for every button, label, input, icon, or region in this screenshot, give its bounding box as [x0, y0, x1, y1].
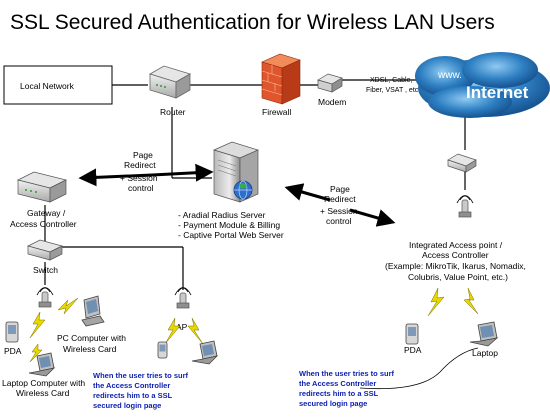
wireless-signal-icon [187, 317, 204, 345]
integrated-ap-line-2: Access Controller [422, 250, 489, 260]
note-connector [359, 347, 479, 390]
laptop-icon [469, 321, 499, 347]
integrated-ap-line-1: Integrated Access point / [409, 240, 503, 250]
laptop-right-label: Laptop [472, 348, 498, 358]
integrated-ap-line-4: Colubris, Value Point, etc.) [408, 272, 508, 282]
redirect-arrow-left [78, 168, 153, 187]
pc-computer-icon [81, 295, 105, 327]
laptop-left-label-line-2: Wireless Card [16, 388, 70, 398]
redirect-arrow-right-server [284, 183, 331, 202]
laptop-left-label-line-1: Laptop Computer with [2, 378, 85, 388]
left-antenna-icon [36, 287, 54, 308]
redirect-left-line-2: Redirect [124, 160, 156, 170]
wireless-signal-icon [463, 287, 479, 315]
firewall-label: Firewall [262, 107, 291, 117]
pda-icon [5, 321, 19, 343]
firewall-icon [261, 53, 301, 105]
pda-icon [157, 341, 168, 359]
link-types-line-2: Fiber, VSAT , etc [366, 87, 419, 94]
redirect-left-line-4: control [128, 183, 154, 193]
page-title: SSL Secured Authentication for Wireless … [10, 11, 495, 34]
connection-lines [44, 79, 466, 290]
server-item-3: - Captive Portal Web Server [178, 230, 284, 240]
switch-label: Switch [33, 265, 58, 275]
redirect-right-line-2: Redirect [324, 194, 356, 204]
integrated-ap-antenna-icon [456, 195, 474, 218]
gateway-label-line-1: Gateway / [27, 208, 66, 218]
redirect-right-line-4: control [326, 216, 352, 226]
internet-label: Internet [466, 83, 529, 102]
router-icon [148, 65, 192, 99]
redirect-arrow-left-server [151, 163, 214, 182]
globe-icon [233, 180, 253, 200]
link-types-line-1: XDSL, Cable, [370, 77, 412, 84]
note-left-line-4: secured login page [93, 401, 161, 410]
redirect-right-line-1: Page [330, 184, 350, 194]
note-right-line-1: When the user tries to surf [299, 369, 395, 378]
modem-label: Modem [318, 97, 346, 107]
note-left-line-2: the Access Controller [93, 381, 170, 390]
note-left-line-3: redirects him to a SSL [93, 391, 173, 400]
local-network-label: Local Network [20, 81, 75, 91]
pda-icon [405, 323, 419, 345]
gateway-icon [16, 171, 68, 203]
internet-cloud-icon [415, 52, 550, 118]
ap-label: AP [176, 322, 188, 332]
wireless-signal-icon [29, 343, 43, 363]
redirect-right-line-3: + Session [320, 206, 358, 216]
www-label: www. [437, 70, 462, 81]
note-right-line-4: secured login page [299, 399, 367, 408]
local-network-box [3, 65, 113, 105]
note-left-line-1: When the user tries to surf [93, 371, 189, 380]
switch-icon [27, 239, 63, 261]
server-item-2: - Payment Module & Billing [178, 220, 280, 230]
modem-icon [317, 73, 343, 93]
pc-label-line-2: Wireless Card [63, 344, 117, 354]
laptop-icon [191, 340, 219, 365]
pc-label-line-1: PC Computer with [57, 333, 126, 343]
pda-left-label: PDA [4, 346, 22, 356]
note-right-line-2: the Access Controller [299, 379, 376, 388]
laptop-icon [28, 352, 56, 377]
gateway-label-line-2: Access Controller [10, 219, 77, 229]
wireless-signal-icon [57, 297, 79, 315]
note-right-line-3: redirects him to a SSL [299, 389, 379, 398]
integrated-ap-router-icon [447, 153, 477, 173]
pda-right-label: PDA [404, 345, 422, 355]
wireless-signal-icon [427, 287, 445, 317]
router-label: Router [160, 107, 186, 117]
redirect-arrow-right-ap [349, 208, 396, 227]
redirect-left-line-1: Page [133, 150, 153, 160]
server-item-1: - Aradial Radius Server [178, 210, 266, 220]
redirect-left-line-3: + Session [120, 173, 158, 183]
ap-antenna-icon [174, 287, 192, 309]
integrated-ap-line-3: (Example: MikroTik, Ikarus, Nomadix, [385, 261, 526, 271]
wireless-signal-icon [29, 311, 46, 339]
